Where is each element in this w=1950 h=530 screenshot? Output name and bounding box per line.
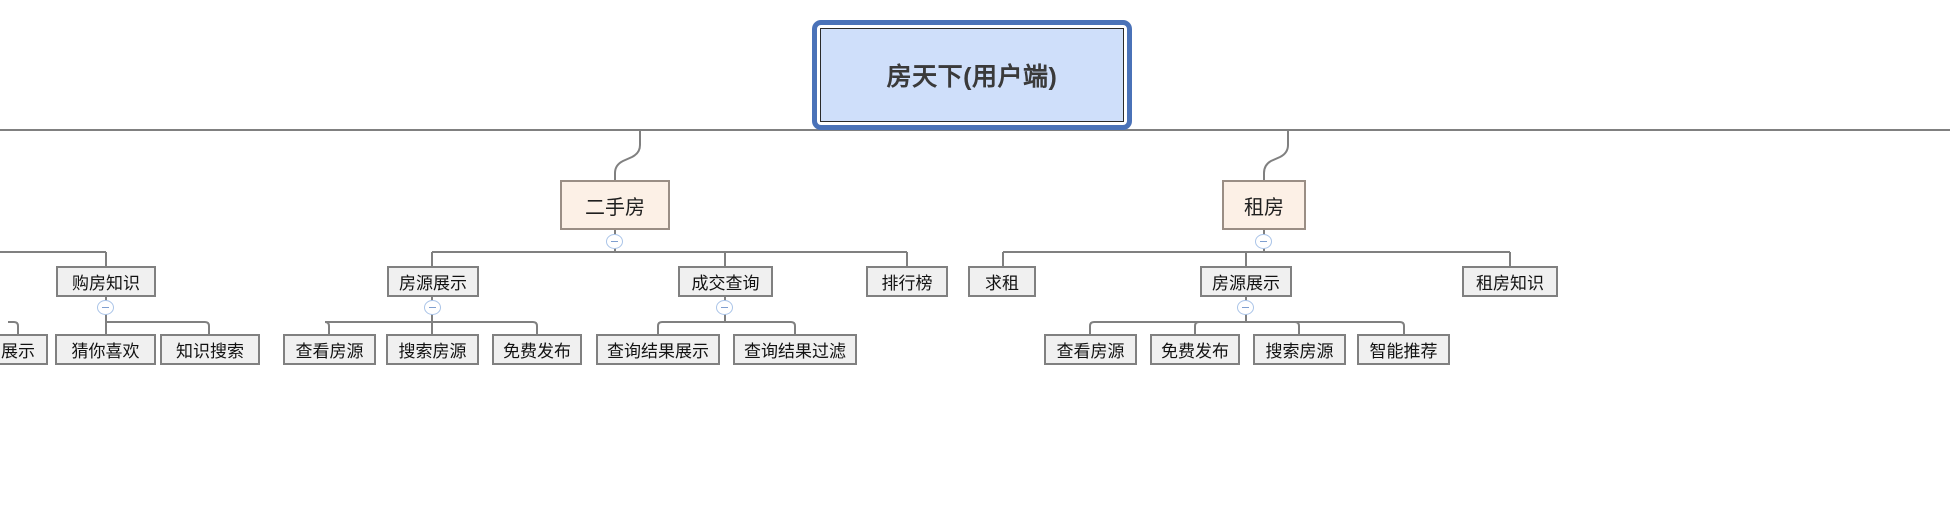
edge-fyzs-b-l3 — [1246, 321, 1300, 334]
collapse-minus-icon-fangyuanzhanshi-zufang[interactable] — [1237, 300, 1254, 315]
node-goufangzhishi[interactable]: 购房知识 — [56, 266, 156, 297]
node-sousuofangyuan-ershoufang[interactable]: 搜索房源 — [386, 334, 479, 365]
edge-fyzs-a-l3 — [432, 321, 538, 334]
collapse-minus-icon-ershoufang[interactable] — [606, 234, 623, 249]
node-ershoufang[interactable]: 二手房 — [560, 180, 670, 230]
edge-goufangzhishi-l1 — [8, 321, 19, 334]
node-chakanfangyuan-zufang[interactable]: 查看房源 — [1044, 334, 1137, 365]
edge-fyzs-b-l1 — [1089, 321, 1246, 334]
node-fangyuanzhanshi-ershoufang[interactable]: 房源展示 — [387, 266, 479, 297]
edge-goufangzhishi-l3 — [106, 321, 210, 334]
edge-cjcx-l1 — [657, 321, 725, 334]
node-chaxunjieguozhanshi[interactable]: 查询结果展示 — [596, 334, 720, 365]
node-zhanshi[interactable]: 展示 — [0, 334, 48, 365]
node-chaxunjieguoguolv[interactable]: 查询结果过滤 — [733, 334, 857, 365]
node-zhinengtuijian[interactable]: 智能推荐 — [1357, 334, 1450, 365]
minus-bar — [1260, 241, 1267, 242]
node-mianfeifabu-ershoufang[interactable]: 免费发布 — [492, 334, 582, 365]
node-chakanfangyuan-ershoufang[interactable]: 查看房源 — [283, 334, 376, 365]
minus-bar — [429, 307, 436, 308]
minus-bar — [102, 307, 109, 308]
minus-bar — [1242, 307, 1249, 308]
edge-fyzs-a-l1 — [324, 321, 432, 334]
edge-spine-to-zufang — [1263, 130, 1289, 180]
collapse-minus-icon-zufang[interactable] — [1255, 234, 1272, 249]
node-cainixihuan[interactable]: 猜你喜欢 — [55, 334, 156, 365]
collapse-minus-icon-fangyuanzhanshi-ershoufang[interactable] — [424, 300, 441, 315]
collapse-minus-icon-goufangzhishi[interactable] — [97, 300, 114, 315]
minus-bar — [721, 307, 728, 308]
node-mianfeifabu-zufang[interactable]: 免费发布 — [1150, 334, 1240, 365]
node-sousuofangyuan-zufang[interactable]: 搜索房源 — [1253, 334, 1346, 365]
node-zufangzhishi[interactable]: 租房知识 — [1462, 266, 1558, 297]
node-chengjiaochaxun[interactable]: 成交查询 — [678, 266, 773, 297]
root-selection-outline — [812, 20, 1132, 130]
node-zhishisousuo[interactable]: 知识搜索 — [160, 334, 260, 365]
edge-spine-to-ershoufang — [614, 130, 641, 180]
node-zufang[interactable]: 租房 — [1222, 180, 1306, 230]
node-root[interactable]: 房天下(用户端) — [820, 28, 1124, 122]
edge-fyzs-b-l2 — [1194, 321, 1246, 334]
node-fangyuanzhanshi-zufang[interactable]: 房源展示 — [1200, 266, 1292, 297]
collapse-minus-icon-chengjiaochaxun[interactable] — [716, 300, 733, 315]
node-qiuzu[interactable]: 求租 — [968, 266, 1036, 297]
minus-bar — [611, 241, 618, 242]
node-paihangbang[interactable]: 排行榜 — [866, 266, 948, 297]
edge-cjcx-l2 — [725, 321, 796, 334]
edge-fyzs-b-l4 — [1246, 321, 1405, 334]
